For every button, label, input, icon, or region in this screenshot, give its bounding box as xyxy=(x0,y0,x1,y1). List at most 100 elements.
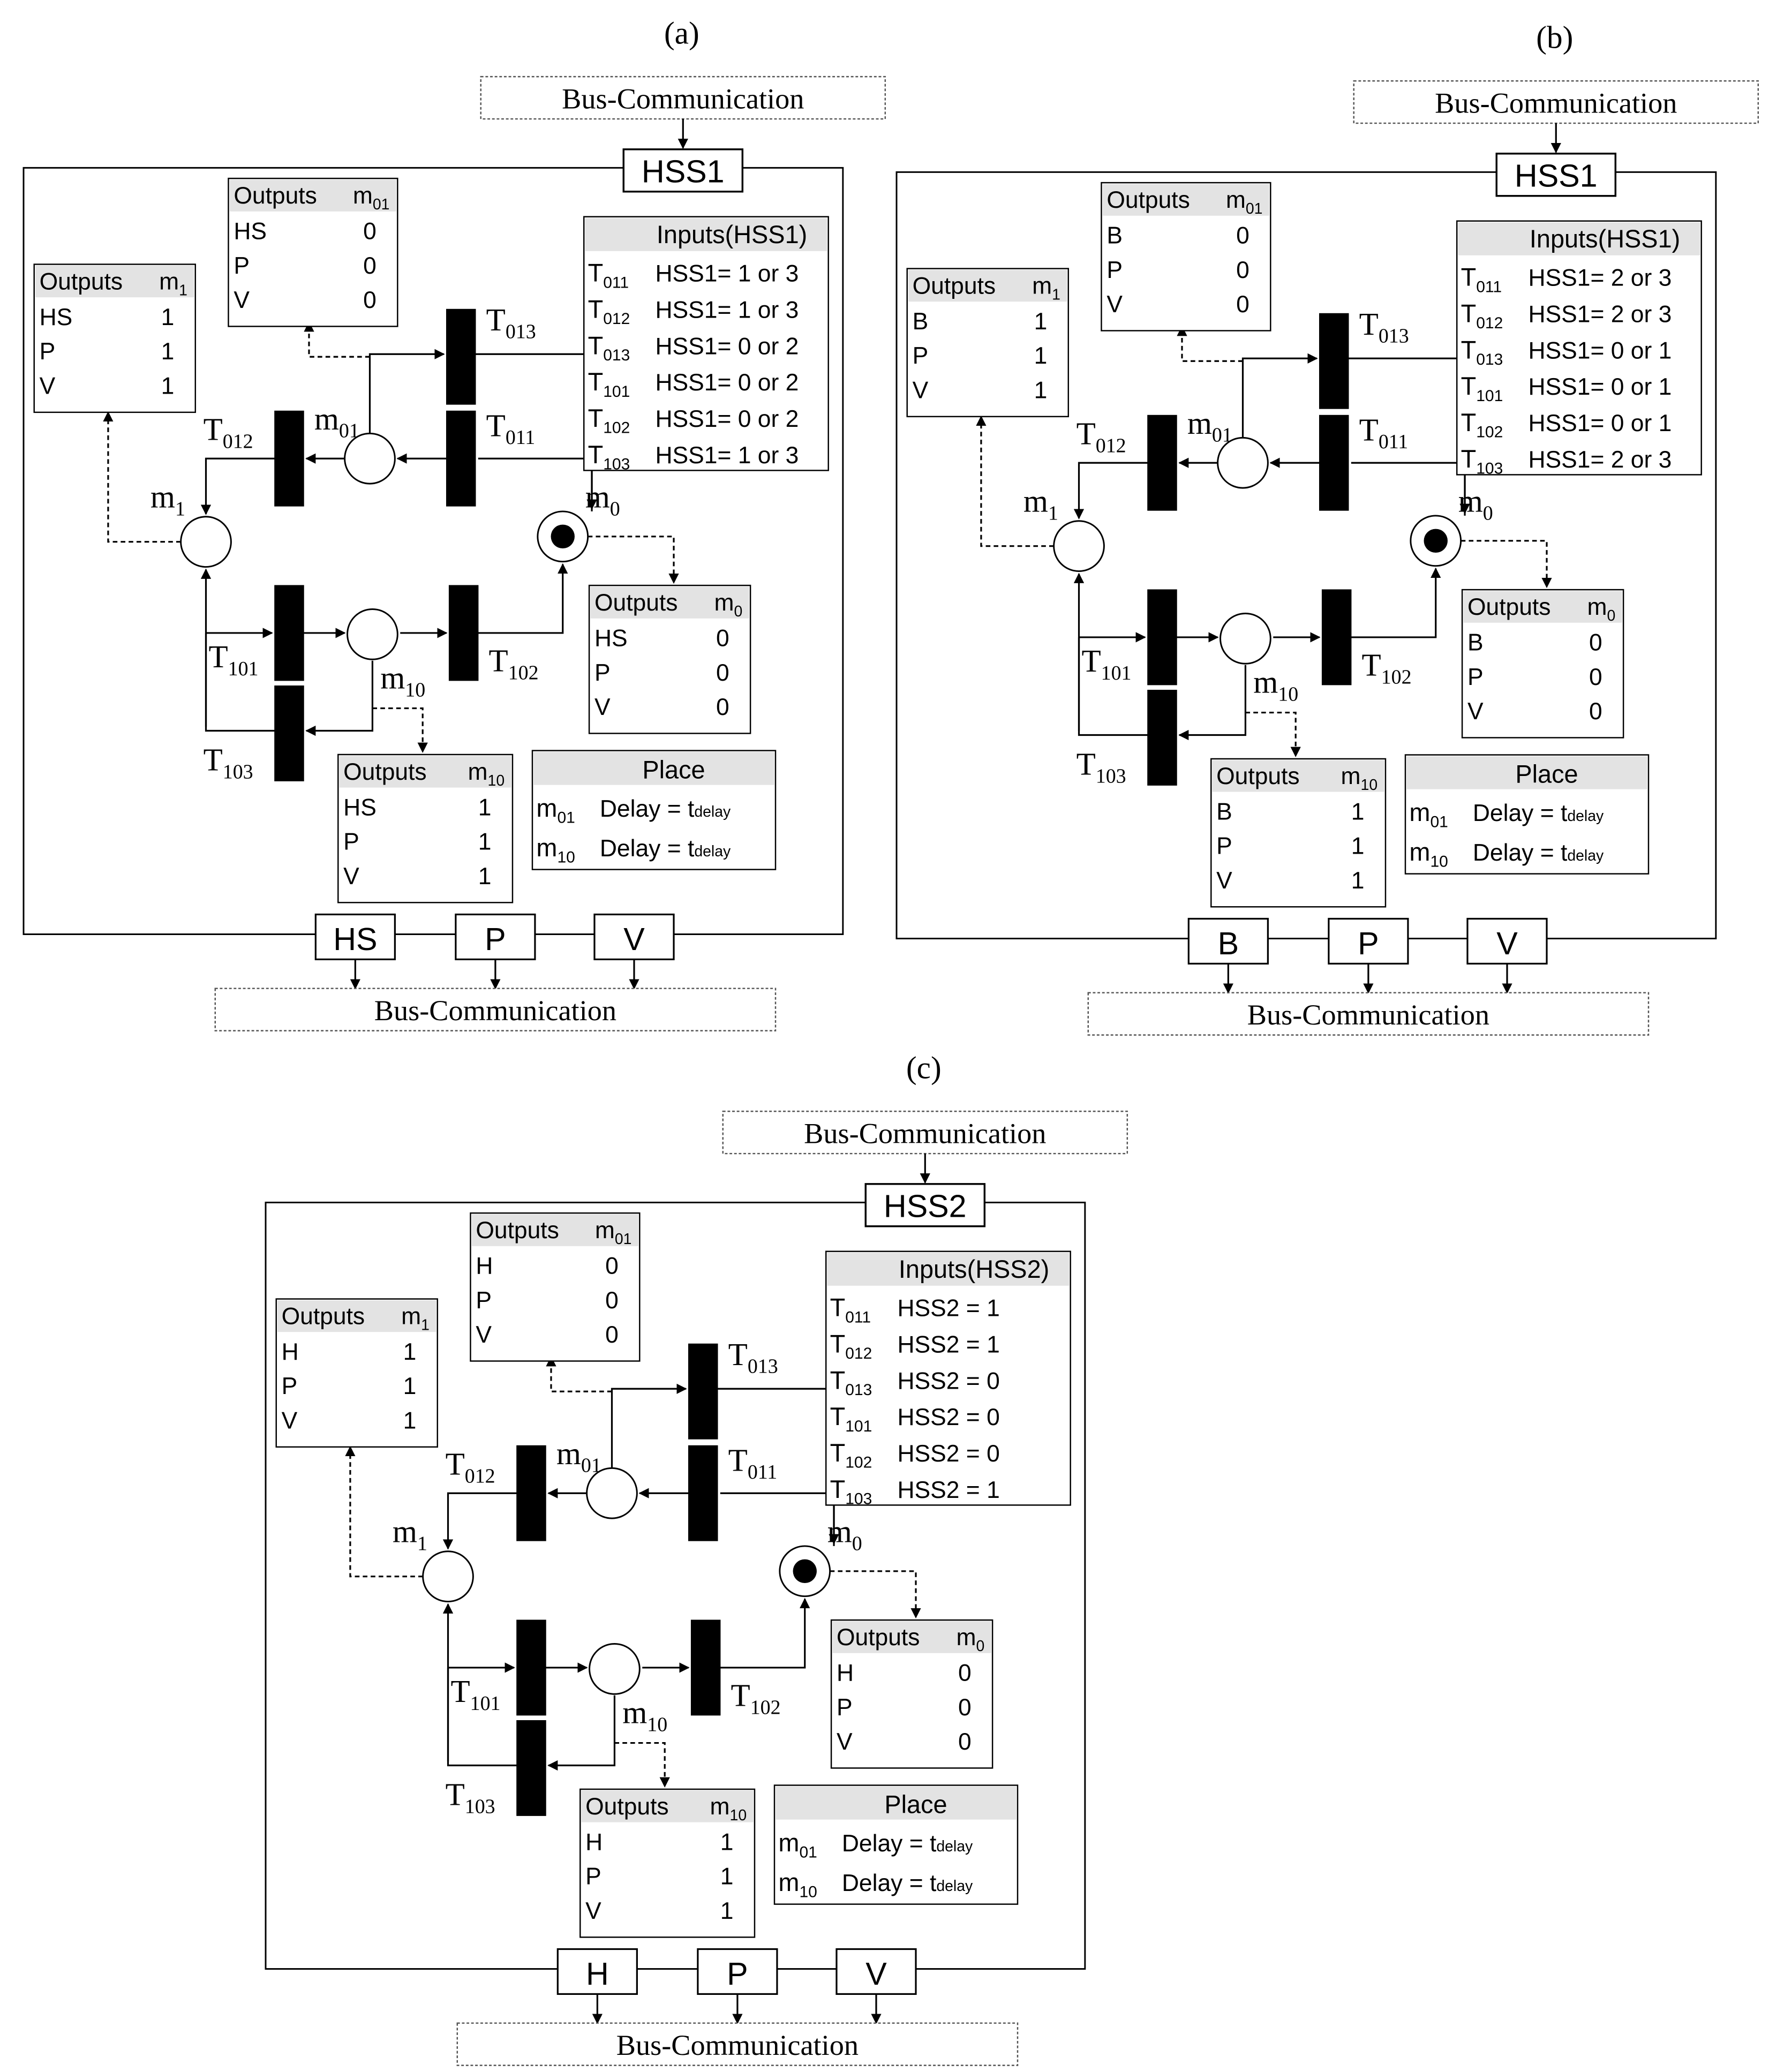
outputs-m10-signal: B xyxy=(1216,798,1232,825)
inputs-transition: T012 xyxy=(1461,299,1503,332)
inputs-condition: HSS2 = 1 xyxy=(897,1331,999,1358)
outputs-m0-signal: V xyxy=(837,1729,853,1755)
outputs-m1-value: 1 xyxy=(161,304,175,330)
inputs-transition: T012 xyxy=(830,1330,872,1362)
token-m0 xyxy=(793,1559,817,1584)
label-T103: T103 xyxy=(1077,747,1126,788)
place-m01 xyxy=(586,1467,638,1519)
transition-T102 xyxy=(690,1619,721,1716)
link-m10-outputs xyxy=(372,707,428,753)
transition-T101 xyxy=(1147,589,1177,685)
arc-T103-m1 xyxy=(205,632,275,732)
outputs-m0-value: 0 xyxy=(716,626,729,652)
inputs-condition: HSS2 = 0 xyxy=(897,1404,999,1430)
arc-m10-T103 xyxy=(305,660,374,736)
outputs-m1-signal: V xyxy=(282,1407,298,1434)
outputs-m1-header: Outputs xyxy=(282,1303,365,1329)
outputs-m10-value: 1 xyxy=(720,1864,734,1890)
panel-label: (b) xyxy=(1536,19,1573,55)
place-header-bg xyxy=(776,1787,1017,1820)
outputs-m0-place: m0 xyxy=(957,1624,985,1655)
signal-label-2: P xyxy=(485,921,506,957)
outputs-m0-header-bg xyxy=(590,586,749,619)
outputs-m1-place: m1 xyxy=(401,1303,430,1333)
outputs-m1-signal: HS xyxy=(40,304,73,330)
outputs-m10-header-bg xyxy=(339,756,511,788)
inputs-header-bg xyxy=(585,218,827,251)
inputs-transition: T013 xyxy=(588,331,630,364)
outputs-m1-value: 1 xyxy=(403,1339,417,1365)
outputs-m10-place: m10 xyxy=(710,1794,747,1824)
label-T101: T101 xyxy=(450,1674,500,1715)
outputs-m1-value: 1 xyxy=(403,1373,417,1399)
controller-box xyxy=(864,1183,986,1227)
outputs-m01-value: 0 xyxy=(1236,223,1249,249)
label-m1: m1 xyxy=(393,1514,427,1555)
controller-label: HSS1 xyxy=(642,154,725,190)
bus-bottom-label: Bus-Communication xyxy=(374,994,616,1027)
signal-label-1: HS xyxy=(333,921,377,957)
outputs-m10-value: 1 xyxy=(1351,798,1365,825)
arc-m01-T013 xyxy=(1241,353,1318,438)
inputs-condition: HSS1= 0 or 1 xyxy=(1528,410,1672,436)
arc-T102-m0 xyxy=(478,563,568,634)
outputs-m1-value: 1 xyxy=(403,1407,417,1434)
outputs-m01-header: Outputs xyxy=(476,1217,559,1244)
outputs-m0-header: Outputs xyxy=(1467,594,1551,620)
place-m1 xyxy=(422,1550,474,1603)
inputs-condition: HSS1= 1 or 3 xyxy=(655,261,799,287)
token-m0 xyxy=(551,524,575,549)
outputs-m01-signal: P xyxy=(234,253,250,279)
link-m01-outputs xyxy=(304,321,370,358)
place-title: Place xyxy=(1515,760,1578,788)
bus-bottom-box xyxy=(214,988,777,1031)
outputs-m0-signal: V xyxy=(594,694,611,720)
link-m10-outputs xyxy=(614,1742,670,1788)
inputs-frame xyxy=(1456,220,1702,476)
outputs-m01-signal: HS xyxy=(234,218,267,245)
signal-box-2 xyxy=(1328,917,1409,965)
outputs-m01-place: m01 xyxy=(353,183,390,213)
outputs-m01-value: 0 xyxy=(605,1287,619,1314)
outputs-m01-value: 0 xyxy=(605,1253,619,1279)
outputs-m1-value: 1 xyxy=(161,338,175,365)
transition-T103 xyxy=(1147,690,1177,786)
outputs-m1-signal: P xyxy=(40,338,56,365)
outputs-m01-signal: V xyxy=(234,287,250,313)
signal-box-1 xyxy=(314,913,396,961)
place-row-delay: Delay = tdelay xyxy=(1473,840,1604,866)
outputs-m01-value: 0 xyxy=(1236,291,1249,318)
outputs-m01-value: 0 xyxy=(605,1322,619,1348)
inputs-transition: T012 xyxy=(588,295,630,328)
outputs-m0-place: m0 xyxy=(1587,594,1616,624)
transition-T102 xyxy=(448,585,479,681)
inputs-transition: T102 xyxy=(1461,409,1503,441)
outputs-m1-signal: H xyxy=(282,1339,299,1365)
outputs-m10-value: 1 xyxy=(720,1898,734,1924)
label-T011: T011 xyxy=(1359,412,1409,453)
outputs-m01-header: Outputs xyxy=(234,183,317,209)
outputs-m10-place: m10 xyxy=(1341,763,1378,794)
outputs-m01-place: m01 xyxy=(595,1217,632,1248)
outputs-m01-place: m01 xyxy=(1226,187,1263,217)
signal-box-2 xyxy=(455,913,536,961)
arc-m10-T103 xyxy=(547,1695,616,1771)
outputs-m1-value: 1 xyxy=(161,373,175,399)
outputs-m10-value: 1 xyxy=(1351,833,1365,860)
inputs-condition: HSS1= 0 or 1 xyxy=(1528,337,1672,364)
outputs-m01-value: 0 xyxy=(363,218,377,245)
inputs-condition: HSS2 = 0 xyxy=(897,1441,999,1467)
link-m1-outputs xyxy=(976,415,1054,547)
place-row-place: m10 xyxy=(1409,838,1448,871)
label-T013: T013 xyxy=(728,1337,778,1378)
outputs-m10-signal: P xyxy=(343,829,359,855)
